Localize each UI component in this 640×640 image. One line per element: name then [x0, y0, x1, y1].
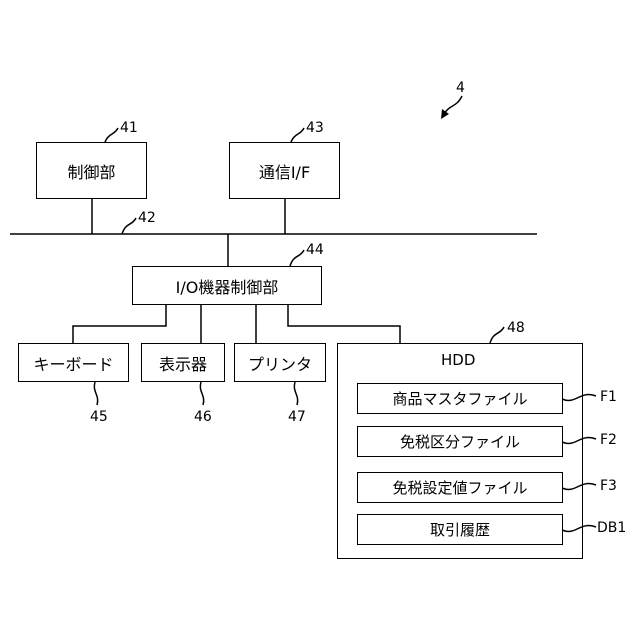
io-keyboard-link	[73, 305, 166, 343]
leader-48	[490, 327, 504, 343]
comm-if-ref: 43	[306, 121, 324, 135]
figure-pointer-arrowhead	[441, 109, 449, 119]
io-hdd-link	[288, 305, 400, 343]
control-unit-ref: 41	[120, 121, 138, 135]
hdd-label: HDD	[441, 351, 475, 369]
io-control-label: I/O機器制御部	[176, 274, 279, 298]
printer-label: プリンタ	[248, 351, 312, 375]
display-ref: 46	[194, 410, 212, 424]
file-ref: F2	[600, 433, 617, 447]
comm-if-label: 通信I/F	[259, 159, 310, 183]
file-ref: F1	[600, 390, 617, 404]
control-unit-label: 制御部	[67, 159, 115, 183]
file-item: 取引履歴	[357, 514, 563, 545]
io-control-ref: 44	[306, 243, 324, 257]
file-label: 免税区分ファイル	[400, 431, 520, 452]
leader-46	[200, 382, 203, 405]
keyboard-ref: 45	[90, 410, 108, 424]
printer-ref: 47	[288, 410, 306, 424]
file-item: 免税区分ファイル	[357, 426, 563, 457]
figure-pointer-line	[444, 96, 462, 114]
leader-45	[94, 382, 97, 405]
io-control-block: I/O機器制御部	[132, 266, 322, 305]
keyboard-label: キーボード	[33, 351, 113, 375]
bus-ref: 42	[138, 211, 156, 225]
file-item: 免税設定値ファイル	[357, 472, 563, 503]
hdd-ref: 48	[507, 321, 525, 335]
leader-42	[122, 218, 136, 234]
control-unit-block: 制御部	[36, 142, 147, 199]
file-ref: DB1	[597, 521, 626, 535]
display-block: 表示器	[141, 343, 225, 382]
figure-ref: 4	[456, 81, 465, 95]
file-label: 免税設定値ファイル	[392, 477, 527, 498]
display-label: 表示器	[159, 351, 207, 375]
file-item: 商品マスタファイル	[357, 383, 563, 414]
keyboard-block: キーボード	[18, 343, 129, 382]
leader-47	[294, 382, 297, 405]
comm-if-block: 通信I/F	[229, 142, 340, 199]
printer-block: プリンタ	[234, 343, 326, 382]
file-ref: F3	[600, 479, 617, 493]
leader-44	[290, 250, 304, 266]
file-label: 取引履歴	[430, 519, 490, 540]
file-label: 商品マスタファイル	[392, 388, 527, 409]
